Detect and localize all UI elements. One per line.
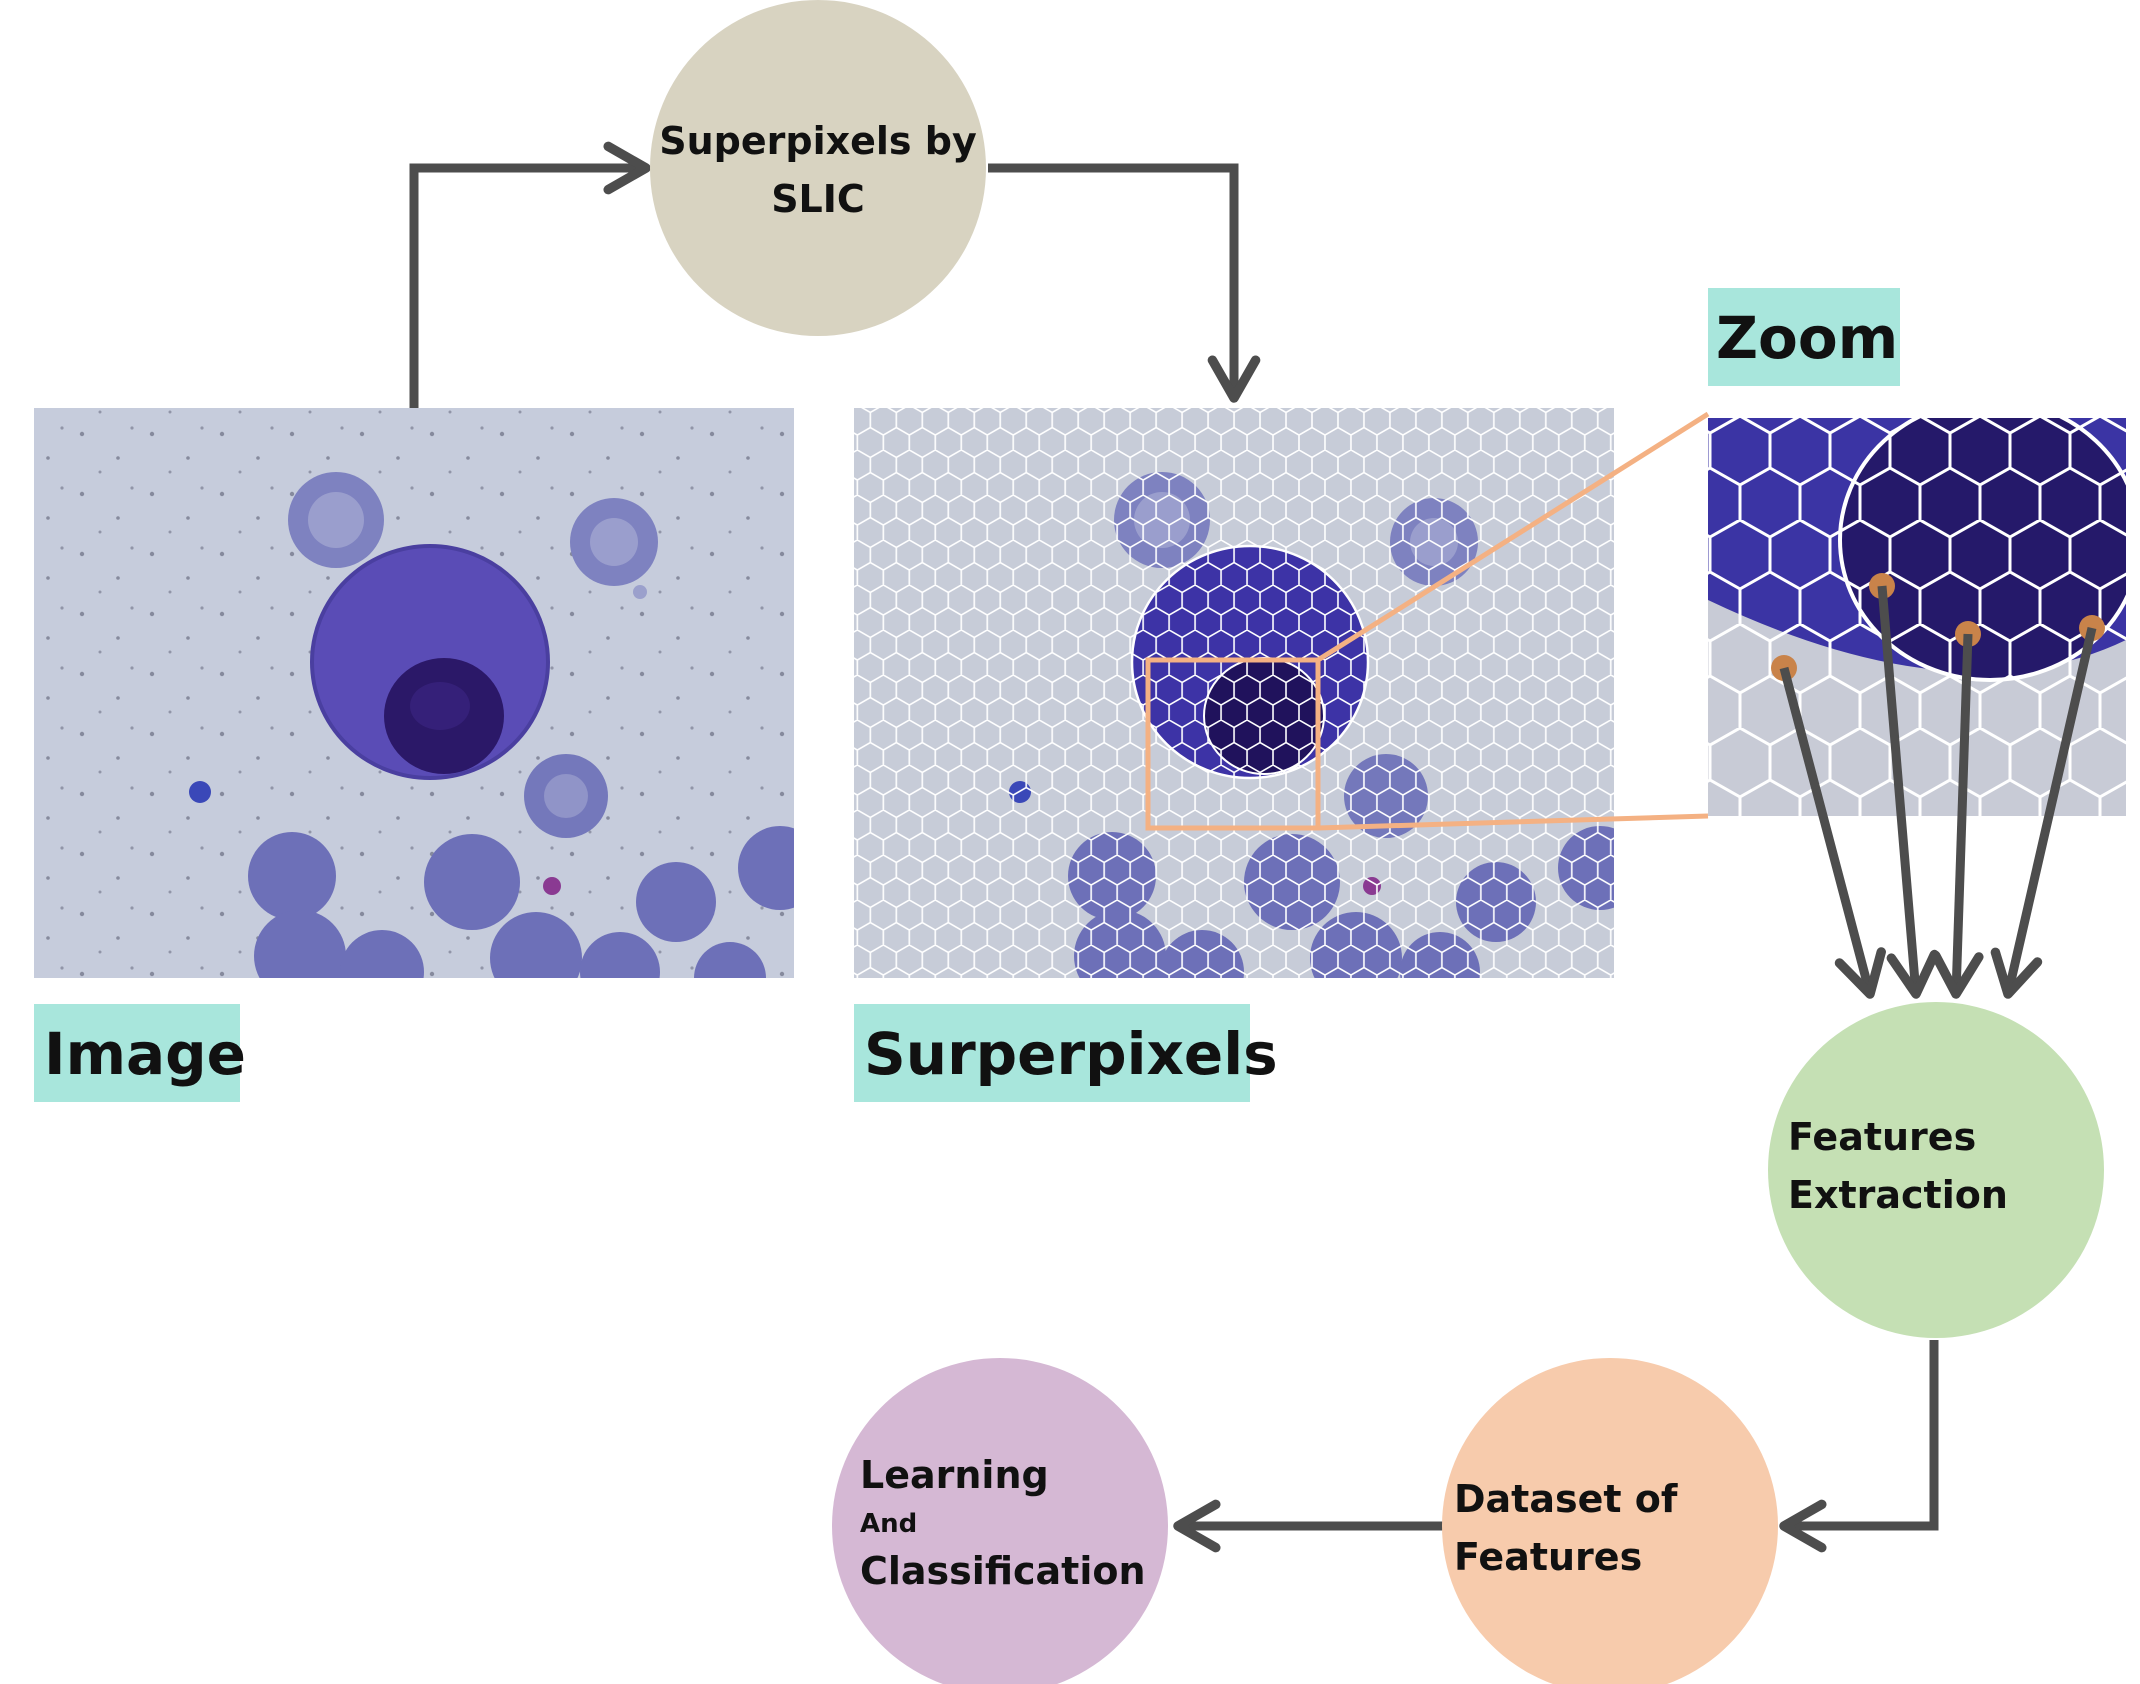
slic-node-line1: Superpixels by [659,119,977,163]
slic-node [650,0,986,336]
superpixel-image-panel [854,408,1614,978]
zoom-connector-line [1317,813,1709,831]
zoom-label-bg [1708,288,1900,386]
red-blood-cell [248,832,336,920]
superpixels-label: Surperpixels [864,1020,1278,1088]
learning-node-line1: Learning [860,1453,1049,1497]
red-blood-cell [694,942,766,978]
image-label-bg [34,1004,240,1102]
red-blood-cell [424,834,520,930]
arrow-feature-2 [1877,585,1940,999]
red-blood-cell [636,862,716,942]
red-blood-cell [490,912,582,978]
arrow-image-to-slic [409,141,651,408]
arrow-feature-4 [1990,626,2097,999]
learning-node-line3: Classification [860,1549,1146,1593]
red-blood-cell [340,930,424,978]
arrow-features-to-dataset [1779,1340,1939,1553]
red-blood-cell [738,826,794,910]
dataset-node-line2: Features [1454,1535,1642,1579]
red-blood-cell [580,932,660,978]
slic-node-line2: SLIC [771,177,865,221]
features-node-line1: Features [1788,1115,1976,1159]
red-blood-cell [254,910,346,978]
arrow-feature-1 [1779,666,1886,999]
zoom-region-box [1145,657,1321,831]
learning-node [832,1358,1168,1684]
original-image-panel [34,408,794,978]
dataset-node [1442,1358,1778,1684]
zoom-image-panel [1708,418,2126,816]
zoom-label: Zoom [1716,304,1898,372]
features-node-line2: Extraction [1788,1173,2008,1217]
superpixels-label-bg [854,1004,1250,1102]
zoom-connector-line [1316,411,1710,663]
arrow-slic-to-superpixels [988,163,1261,403]
dataset-node-line1: Dataset of [1454,1477,1678,1521]
arrow-feature-3 [1930,633,1984,999]
image-label: Image [44,1020,246,1088]
features-extraction-node [1768,1002,2104,1338]
learning-node-line2: And [860,1509,917,1539]
